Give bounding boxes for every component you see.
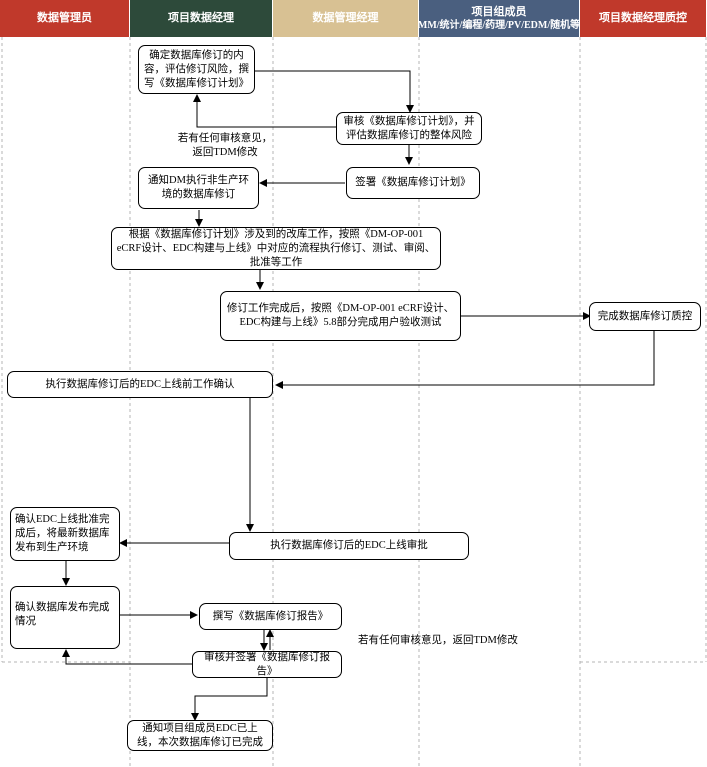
step-pre-launch-check: 执行数据库修订后的EDC上线前工作确认 <box>7 371 273 398</box>
lane-label: 项目组成员 <box>471 5 527 18</box>
lane-header-project-data-manager: 项目数据经理 <box>130 0 273 37</box>
lane-label: 项目数据经理质控 <box>599 12 687 24</box>
lane-label: 数据管理员 <box>37 12 92 24</box>
lane-sublabel: MM/统计/编程/药理/PV/EDM/随机等 <box>417 19 581 31</box>
step-text: 通知DM执行非生产环境的数据库修订 <box>148 175 249 200</box>
step-text: 修订工作完成后，按照《DM-OP-001 eCRF设计、EDC构建与上线》5.8… <box>226 303 455 328</box>
step-confirm-publish: 确认数据库发布完成情况 <box>10 586 120 649</box>
lane-header-project-team: 项目组成员 MM/统计/编程/药理/PV/EDM/随机等 <box>417 0 581 37</box>
step-text: 确认EDC上线批准完成后，将最新数据库发布到生产环境 <box>15 514 110 553</box>
step-text: 通知项目组成员EDC已上线，本次数据库修订已完成 <box>137 722 263 748</box>
lane-label: 项目数据经理 <box>168 12 234 24</box>
step-text: 执行数据库修订后的EDC上线前工作确认 <box>45 378 235 390</box>
step-review-plan: 审核《数据库修订计划》，并评估数据库修订的整体风险 <box>336 112 482 145</box>
step-text: 执行数据库修订后的EDC上线审批 <box>270 540 428 551</box>
review-feedback-note: 若有任何审核意见，返回TDM修改 <box>177 133 273 158</box>
step-plan-revision: 确定数据库修订的内容，评估修订风险，撰写《数据库修订计划》 <box>138 45 255 94</box>
step-qc: 完成数据库修订质控 <box>589 302 701 331</box>
step-text: 完成数据库修订质控 <box>597 310 693 322</box>
step-text: 签署《数据库修订计划》 <box>355 177 471 188</box>
step-notify-team: 通知项目组成员EDC已上线，本次数据库修订已完成 <box>127 720 273 751</box>
lane-header-qc: 项目数据经理质控 <box>580 0 707 37</box>
step-text: 审核并签署《数据库修订报告》 <box>204 651 330 677</box>
step-text: 确定数据库修订的内容，评估修订风险，撰写《数据库修订计划》 <box>144 49 249 89</box>
report-feedback-note: 若有任何审核意见，返回TDM修改 <box>358 635 518 646</box>
step-write-report: 撰写《数据库修订报告》 <box>199 603 342 630</box>
lane-label: 数据管理经理 <box>312 12 379 24</box>
step-text: 撰写《数据库修订报告》 <box>212 610 329 622</box>
step-text: 根据《数据库修订计划》涉及到的改库工作，按照《DM-OP-001 eCRF设计、… <box>116 228 436 268</box>
lane-borders <box>1 37 707 767</box>
step-sign-plan: 签署《数据库修订计划》 <box>346 167 480 199</box>
step-sign-report: 审核并签署《数据库修订报告》 <box>192 651 342 678</box>
step-launch-approval: 执行数据库修订后的EDC上线审批 <box>229 532 469 560</box>
step-notify-dm: 通知DM执行非生产环境的数据库修订 <box>138 167 259 209</box>
step-publish-production: 确认EDC上线批准完成后，将最新数据库发布到生产环境 <box>10 507 120 561</box>
lane-header-data-manager: 数据管理员 <box>0 0 130 37</box>
step-uat: 修订工作完成后，按照《DM-OP-001 eCRF设计、EDC构建与上线》5.8… <box>220 291 461 341</box>
lane-header-data-management-manager: 数据管理经理 <box>273 0 419 37</box>
step-text: 审核《数据库修订计划》，并评估数据库修订的整体风险 <box>343 115 475 141</box>
step-execute-revision: 根据《数据库修订计划》涉及到的改库工作，按照《DM-OP-001 eCRF设计、… <box>111 227 441 270</box>
step-text: 确认数据库发布完成情况 <box>15 602 110 627</box>
